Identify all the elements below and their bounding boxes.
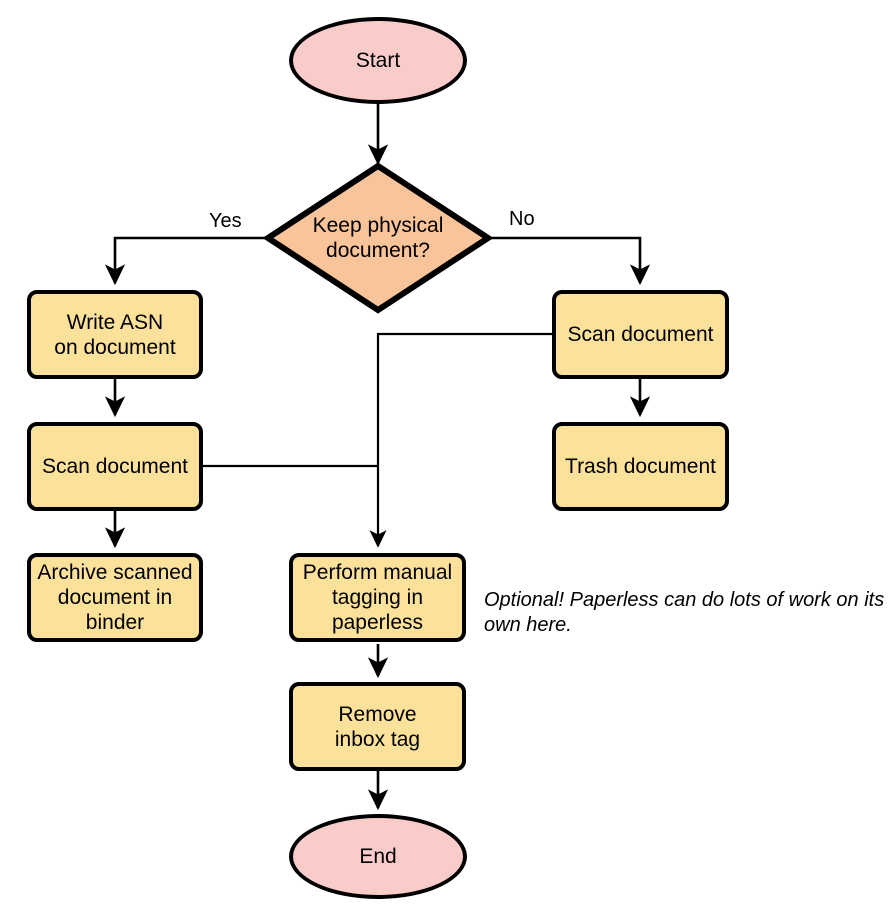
edge-decision-yes-to-write-asn — [104, 236, 266, 286]
annotation-optional-note: Optional! Paperless can do lots of work … — [484, 589, 885, 636]
node-write-asn-label: Write ASN on document — [54, 310, 176, 359]
node-trash-document-label: Trash document — [565, 455, 716, 478]
node-archive-scanned-document[interactable]: Archive scanned document in binder — [27, 553, 203, 642]
diamond-shape — [264, 162, 492, 314]
edge-label-no: No — [509, 208, 535, 230]
node-end[interactable]: End — [289, 814, 467, 899]
node-perform-manual-tagging[interactable]: Perform manual tagging in paperless — [289, 553, 466, 642]
node-scan-document-right[interactable]: Scan document — [552, 290, 729, 379]
node-write-asn-on-document[interactable]: Write ASN on document — [27, 290, 203, 379]
node-keep-physical-document-label: Keep physical document? — [312, 214, 444, 262]
node-keep-physical-document-decision[interactable]: Keep physical document? — [264, 162, 492, 314]
node-scan-document-left-label: Scan document — [42, 455, 188, 478]
node-start[interactable]: Start — [289, 17, 467, 104]
node-remove-inbox-tag[interactable]: Remove inbox tag — [289, 682, 466, 771]
node-scan-document-right-label: Scan document — [567, 323, 714, 346]
node-end-label: End — [359, 845, 397, 868]
node-scan-document-left[interactable]: Scan document — [27, 422, 203, 511]
node-start-label: Start — [355, 49, 401, 72]
edge-scan-right-to-tagging — [369, 332, 552, 548]
node-perform-manual-tagging-label: Perform manual tagging in paperless — [302, 561, 453, 634]
edge-label-yes: Yes — [209, 210, 242, 232]
node-archive-scanned-document-label: Archive scanned document in binder — [37, 561, 193, 634]
edge-decision-no-to-scan-right — [490, 236, 651, 286]
node-trash-document[interactable]: Trash document — [552, 422, 729, 511]
node-remove-inbox-tag-label: Remove inbox tag — [334, 702, 421, 751]
